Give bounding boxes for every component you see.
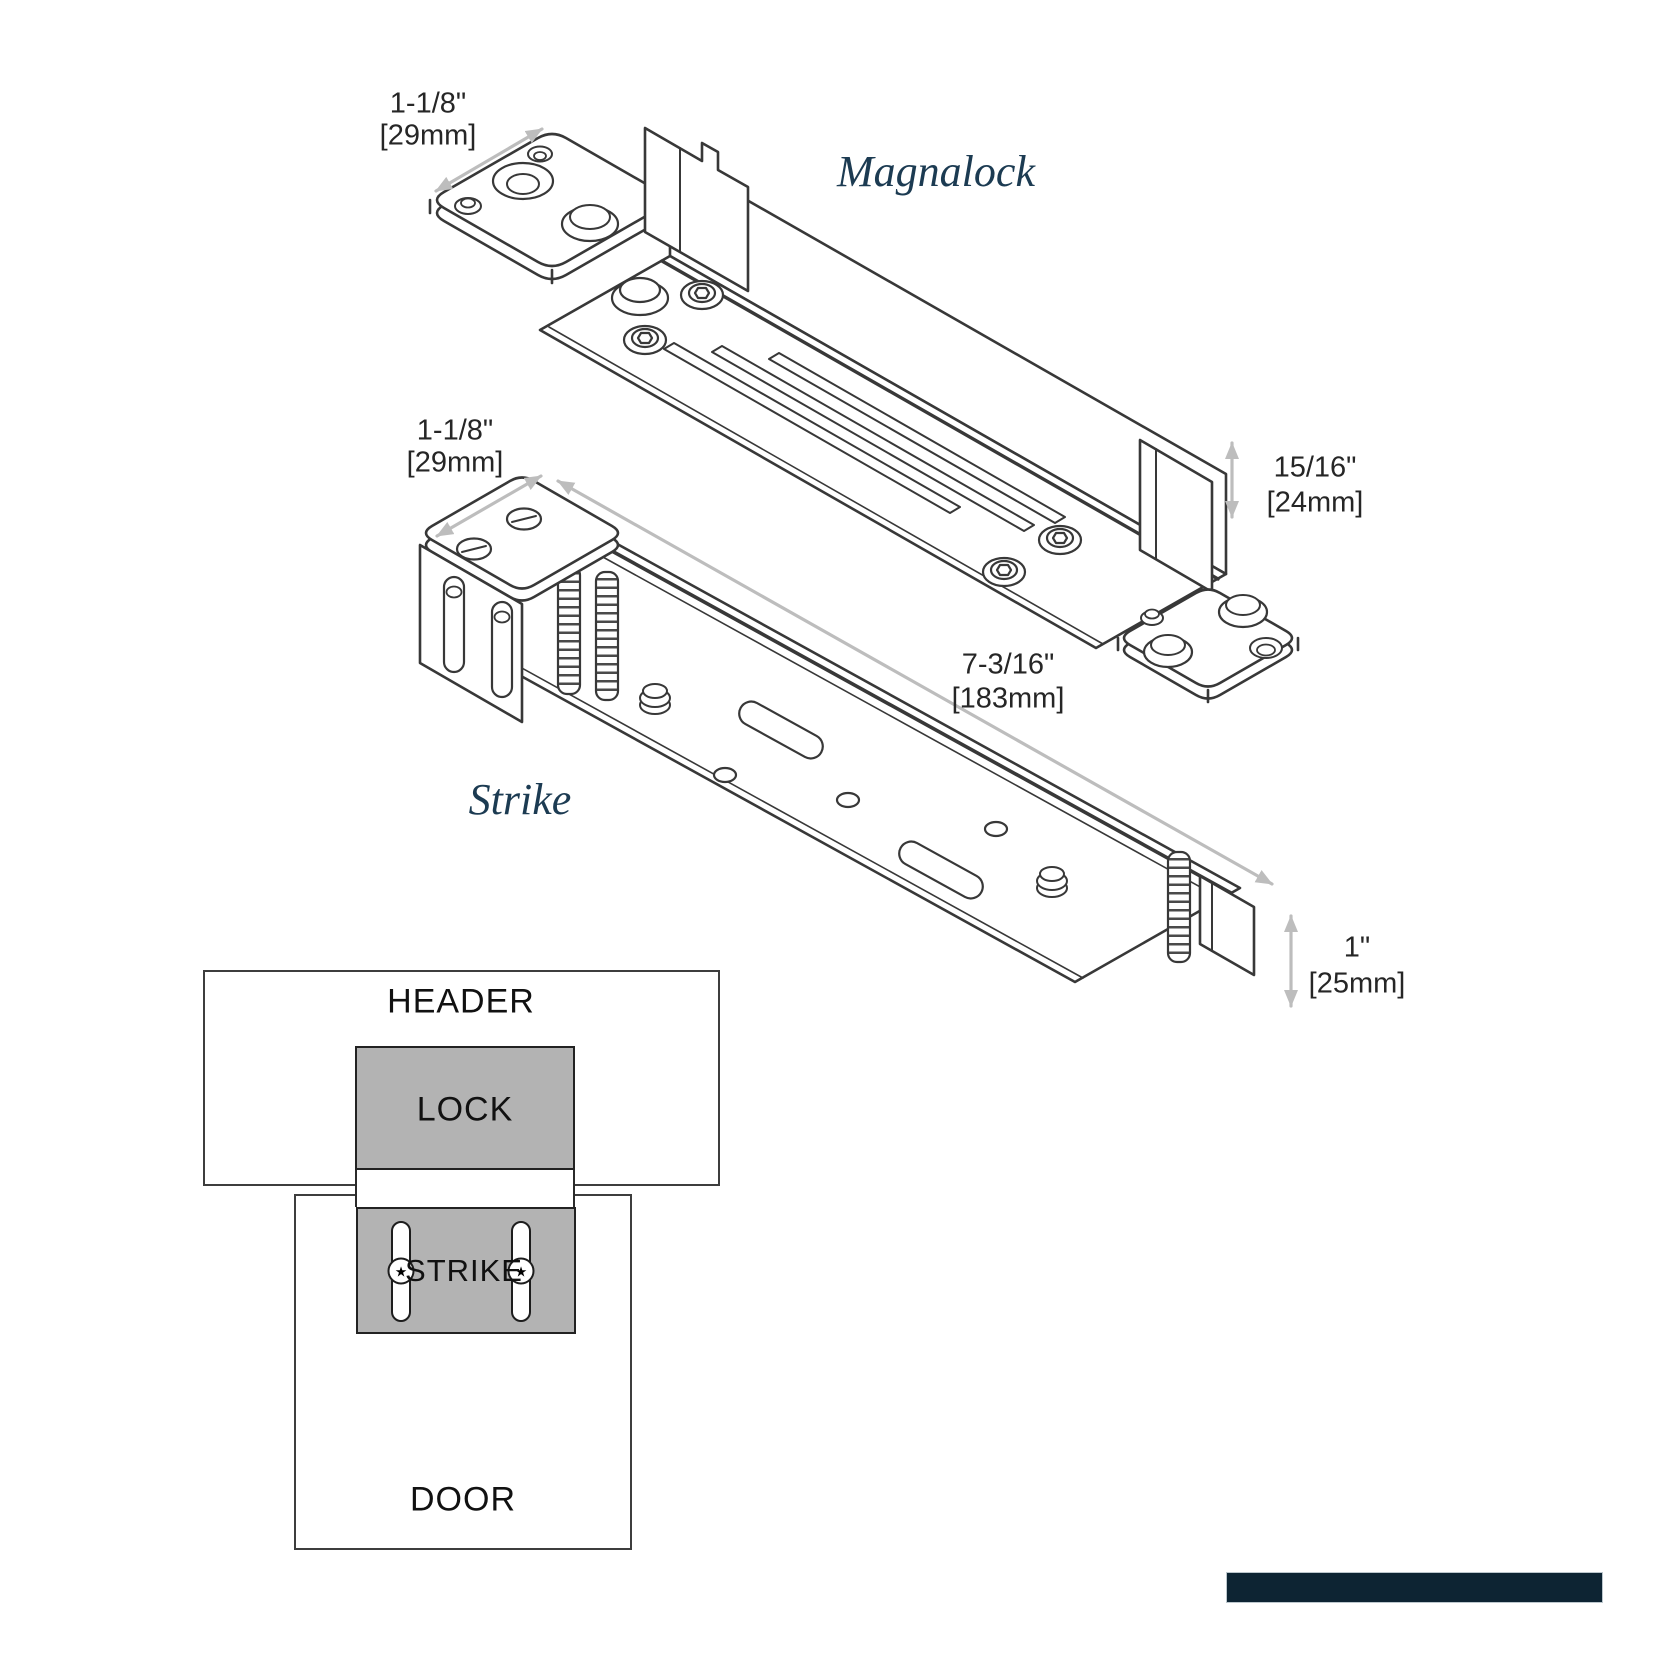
- dimension-arrows: [435, 474, 1298, 1008]
- threaded-stud-icon: [594, 570, 620, 702]
- width-dimension-arrow: [434, 127, 544, 193]
- strike-schematic-label: STRIKE: [405, 1253, 523, 1288]
- strike-label: Strike: [468, 775, 572, 825]
- threaded-stud-icon: [1166, 850, 1192, 964]
- strike-height-dim-mm: [25mm]: [1308, 967, 1406, 1000]
- brand-bar: [1226, 1572, 1603, 1603]
- strike-width-dim-mm: [29mm]: [406, 446, 504, 479]
- magnalock-rear-bracket: [643, 126, 750, 293]
- strike-length-dim-inches: 7-3/16": [961, 648, 1055, 681]
- magnalock-height-dim-mm: [24mm]: [1266, 486, 1364, 519]
- socket-screw-icon: [679, 279, 725, 311]
- bracket-slot: [490, 600, 514, 699]
- star-icon: ★: [514, 1263, 528, 1279]
- door-label: DOOR: [410, 1480, 516, 1519]
- socket-screw-icon: [622, 324, 668, 356]
- star-icon: ★: [394, 1263, 408, 1279]
- magnalock-left-mounting-plate: [428, 132, 676, 285]
- lock-label: LOCK: [416, 1090, 514, 1129]
- strike-height-dim-inches: 1": [1343, 931, 1371, 964]
- magnalock-label: Magnalock: [837, 147, 1035, 197]
- security-screw-icon: ★: [387, 1257, 415, 1285]
- strike-right-flange: [1198, 874, 1256, 977]
- strike-width-dim-inches: 1-1/8": [416, 414, 494, 447]
- socket-screw-icon: [1037, 524, 1083, 556]
- security-screw-icon: ★: [507, 1257, 535, 1285]
- socket-screw-icon: [981, 556, 1027, 588]
- threaded-stud-icon: [556, 564, 582, 696]
- small-hole: [983, 820, 1009, 838]
- lock-box: [355, 1046, 575, 1170]
- small-hole: [835, 791, 861, 809]
- magnalock-isometric-drawing: [428, 126, 1300, 704]
- magnalock-width-dim-mm: [29mm]: [379, 119, 477, 152]
- strike-length-dim-mm: [183mm]: [951, 682, 1065, 715]
- dome-screw-icon: [610, 276, 670, 317]
- bracket-slot: [442, 575, 466, 674]
- strike-isometric-drawing: [418, 474, 1298, 1008]
- width-dimension-arrow: [435, 474, 543, 538]
- magnalock-width-dim-inches: 1-1/8": [389, 87, 467, 120]
- length-dimension-arrow: [556, 479, 1274, 886]
- dome-nut-icon: [639, 683, 671, 715]
- dome-nut-icon: [1036, 866, 1068, 898]
- small-hole: [712, 766, 738, 784]
- header-label: HEADER: [387, 982, 535, 1021]
- magnalock-height-dim-inches: 15/16": [1273, 451, 1357, 484]
